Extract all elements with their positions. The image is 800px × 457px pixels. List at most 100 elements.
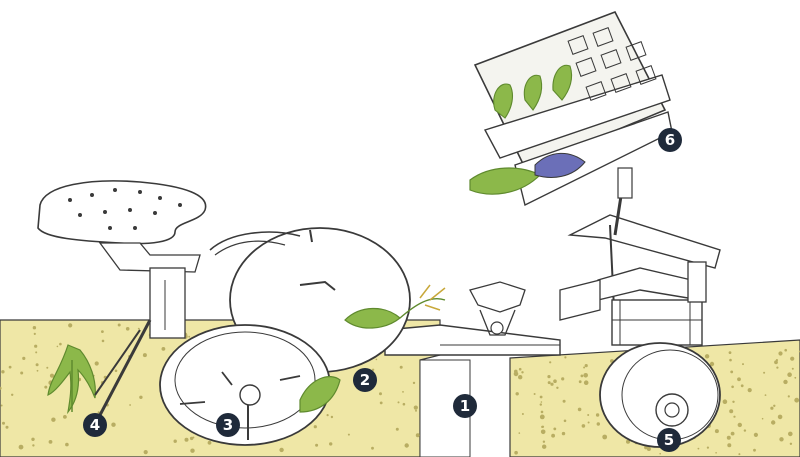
soil-speckle — [111, 423, 115, 427]
soil-speckle — [174, 440, 177, 443]
soil-speckle — [550, 383, 553, 386]
soil-speckle — [762, 418, 764, 420]
soil-speckle — [753, 449, 756, 452]
soil-speckle — [778, 415, 783, 420]
soil-speckle — [549, 361, 551, 363]
soil-speckle — [51, 418, 55, 422]
soil-speckle — [514, 372, 519, 377]
soil-speckle — [376, 359, 378, 361]
soil-speckle — [659, 453, 661, 455]
soil-speckle — [65, 443, 69, 447]
soil-speckle — [63, 415, 67, 419]
soil-speckle — [516, 392, 519, 395]
soil-speckle — [562, 432, 565, 435]
soil-speckle — [11, 394, 13, 396]
soil-speckle — [415, 410, 417, 412]
soil-speckle — [138, 328, 140, 330]
soil-speckle — [9, 366, 12, 369]
svg-text:2: 2 — [360, 371, 370, 389]
soil-speckle — [129, 404, 131, 406]
soil-speckle — [771, 420, 775, 424]
soil-speckle — [68, 323, 72, 327]
soil-speckle — [6, 426, 9, 429]
soil-speckle — [794, 398, 799, 403]
soil-speckle — [95, 361, 99, 365]
callout-3: 3 — [216, 413, 240, 437]
soil-speckle — [144, 450, 148, 454]
soil-speckle — [730, 371, 733, 374]
soil-speckle — [396, 428, 399, 431]
soil-speckle — [731, 432, 735, 436]
soil-speckle — [101, 330, 104, 333]
soil-speckle — [778, 351, 782, 355]
svg-text:6: 6 — [665, 131, 675, 149]
callout-6: 6 — [658, 128, 682, 152]
soil-speckle — [185, 438, 189, 442]
soil-speckle — [553, 379, 557, 383]
soil-speckle — [380, 402, 383, 405]
soil-speckle — [584, 380, 589, 385]
soil-speckle — [729, 359, 732, 362]
soil-speckle — [22, 357, 25, 360]
machine-frame — [385, 282, 560, 355]
soil-speckle — [783, 380, 787, 384]
soil-speckle — [733, 416, 735, 418]
soil-speckle — [732, 401, 734, 403]
soil-speckle — [765, 394, 767, 396]
soil-speckle — [705, 354, 709, 358]
callout-4: 4 — [83, 413, 107, 437]
soil-speckle — [522, 413, 524, 415]
soil-speckle — [578, 408, 582, 412]
soil-speckle — [738, 423, 742, 427]
soil-speckle — [519, 368, 522, 371]
soil-speckle — [405, 443, 409, 447]
soil-speckle — [788, 432, 793, 437]
soil-speckle — [327, 414, 329, 416]
soil-speckle — [162, 347, 166, 351]
soil-speckle — [541, 401, 543, 403]
soil-speckle — [792, 368, 794, 370]
soil-speckle — [143, 353, 147, 357]
soil-speckle — [59, 343, 62, 346]
soil-speckle — [582, 424, 586, 428]
soil-speckle — [588, 422, 590, 424]
soil-speckle — [794, 377, 796, 379]
soil-speckle — [20, 372, 23, 375]
soil-speckle — [1, 405, 3, 407]
soil-speckle — [190, 449, 194, 453]
soil-speckle — [34, 333, 36, 335]
soil-speckle — [698, 448, 700, 450]
soil-speckle — [581, 375, 584, 378]
soil-speckle — [518, 375, 522, 379]
soil-speckle — [542, 445, 546, 449]
soil-speckle — [551, 434, 555, 438]
soil-speckle — [540, 415, 545, 420]
soil-speckle — [587, 414, 589, 416]
svg-text:3: 3 — [223, 416, 233, 434]
soil-speckle — [715, 429, 719, 433]
soil-speckle — [541, 411, 544, 414]
soil-speckle — [540, 396, 543, 399]
soil-speckle — [742, 363, 744, 365]
soil-speckle — [403, 403, 406, 406]
callout-2: 2 — [353, 368, 377, 392]
soil-speckle — [596, 413, 599, 416]
soil-speckle — [583, 373, 588, 378]
soil-speckle — [563, 400, 566, 403]
seedling-tray — [470, 12, 672, 235]
soil-speckle — [564, 356, 566, 358]
soil-speckle — [763, 372, 765, 374]
soil-speckle — [748, 388, 752, 392]
soil-speckle — [776, 367, 778, 369]
soil-speckle — [729, 409, 733, 413]
soil-speckle — [46, 367, 48, 369]
soil-speckle — [414, 406, 418, 410]
soil-speckle — [315, 444, 318, 447]
soil-speckle — [413, 382, 415, 384]
soil-speckle — [118, 324, 121, 327]
soil-speckle — [597, 422, 600, 425]
soil-speckle — [371, 447, 374, 450]
soil-speckle — [744, 429, 746, 431]
soil-speckle — [126, 327, 130, 331]
soil-speckle — [139, 396, 142, 399]
